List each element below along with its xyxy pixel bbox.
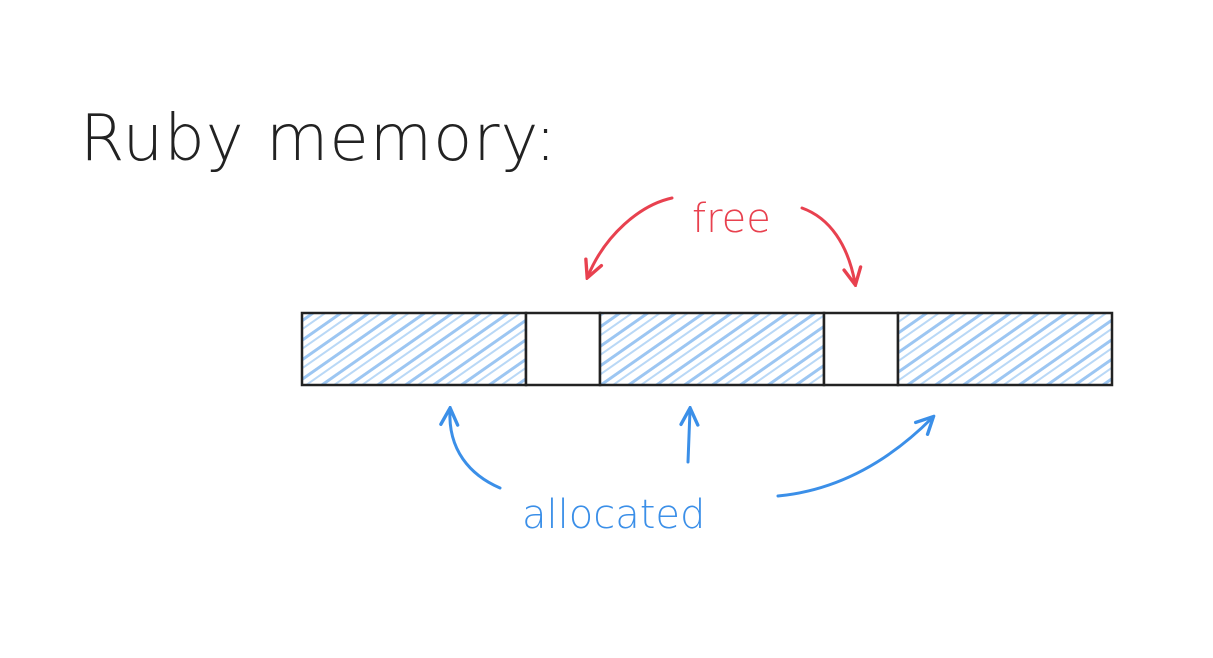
allocated-arrow-left bbox=[450, 410, 502, 490]
free-label: free bbox=[692, 196, 771, 242]
allocated-arrow-middle bbox=[688, 410, 690, 464]
allocated-label: allocated bbox=[522, 492, 705, 538]
free-arrow-right bbox=[800, 206, 855, 283]
memory-block-free bbox=[822, 311, 900, 387]
free-arrow-left bbox=[588, 196, 674, 276]
diagram-title: Ruby memory: bbox=[80, 102, 557, 176]
memory-block-allocated bbox=[896, 311, 1114, 387]
memory-block-allocated bbox=[300, 311, 528, 387]
allocated-arrow-right bbox=[776, 418, 932, 498]
memory-strip bbox=[300, 311, 1114, 387]
memory-block-free bbox=[524, 311, 602, 387]
memory-block-allocated bbox=[598, 311, 826, 387]
